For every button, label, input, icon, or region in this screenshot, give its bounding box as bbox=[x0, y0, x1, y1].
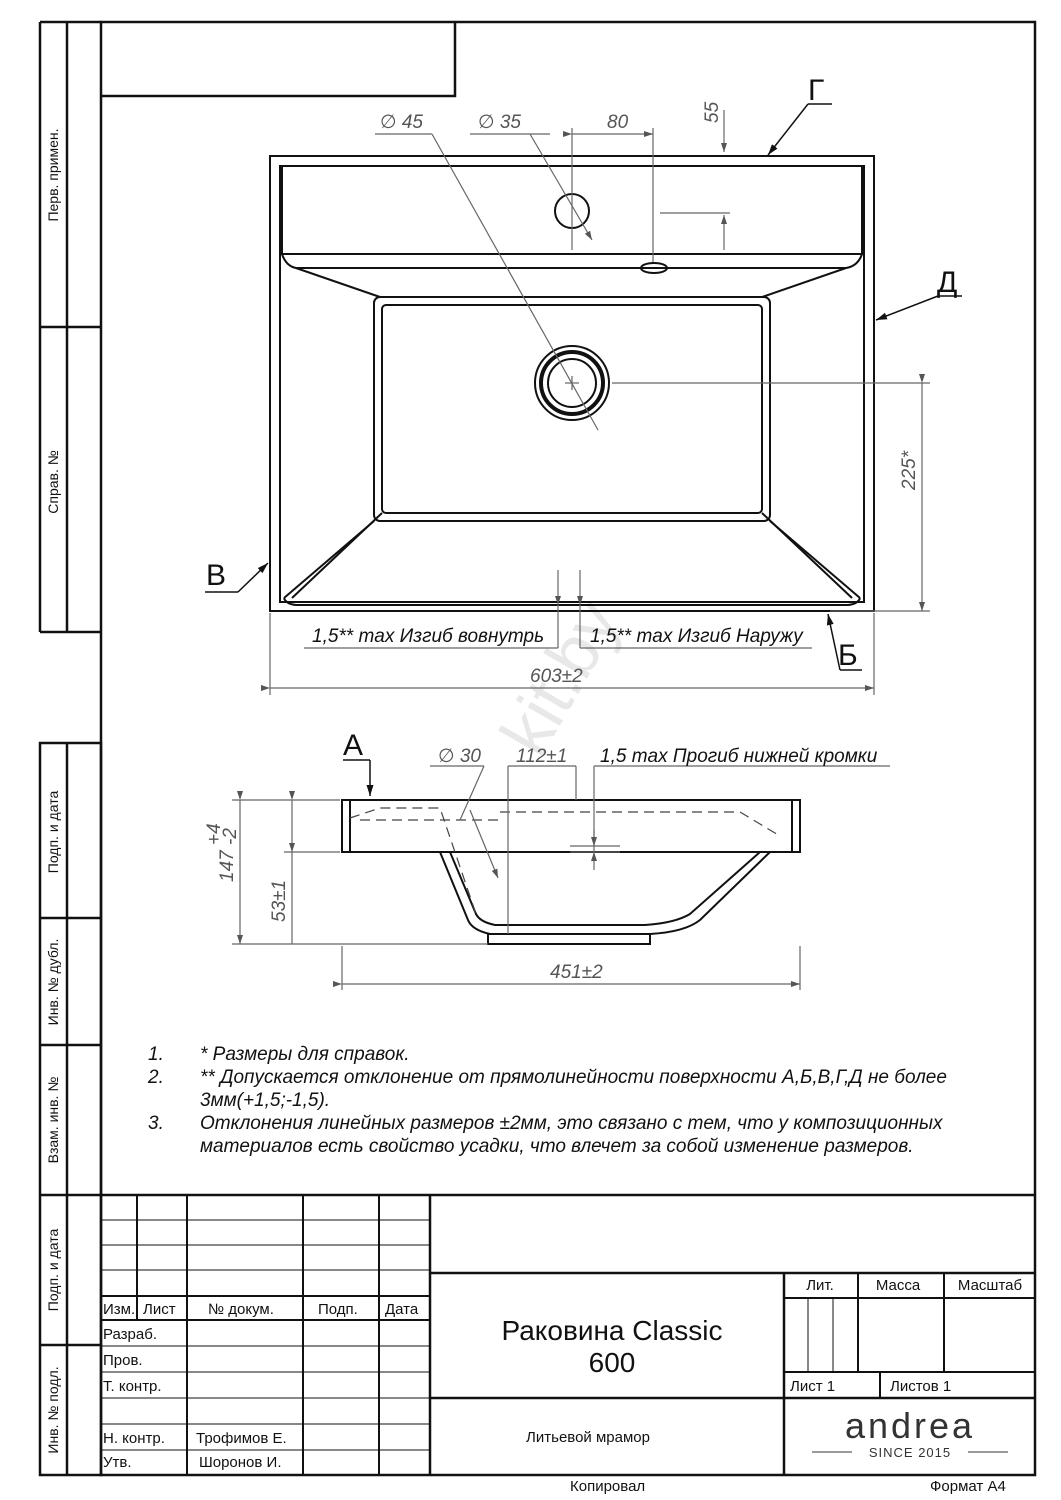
logo: andrea bbox=[845, 1405, 975, 1446]
dim-147-tol-dn: -2 bbox=[220, 828, 241, 845]
note-3-num: 3. bbox=[148, 1113, 164, 1134]
dim-147-tol-up: +4 bbox=[204, 823, 225, 845]
note-1-text: * Размеры для справок. bbox=[200, 1044, 410, 1065]
dim-147: 147 bbox=[217, 849, 238, 882]
material: Литьевой мрамор bbox=[526, 1429, 650, 1446]
dim-d30: ∅ 30 bbox=[438, 746, 481, 767]
top-view-leaders bbox=[205, 103, 962, 671]
top-view-labels: ∅ 45 ∅ 35 80 55 225* 603±2 1,5** max Изг… bbox=[206, 74, 957, 687]
dim-225: 225* bbox=[899, 450, 920, 491]
dim-112: 112±1 bbox=[516, 746, 567, 767]
sag-note: 1,5 max Прогиб нижней кромки bbox=[600, 746, 878, 767]
dim-451: 451±2 bbox=[550, 962, 603, 983]
stamp-inv-dubl: Инв. № дубл. bbox=[45, 939, 61, 1026]
note-2-cont: 3мм(+1,5;-1,5). bbox=[200, 1090, 330, 1111]
note-3-cont: материалов есть свойство усадки, что вле… bbox=[200, 1136, 914, 1157]
sheet-frame bbox=[38, 20, 1037, 1477]
stamp-perv-primen: Перв. примен. bbox=[45, 128, 61, 221]
stamp-inv-podl: Инв. № подл. bbox=[45, 1366, 61, 1453]
name-utv: Шоронов И. bbox=[199, 1454, 282, 1471]
row-n-kontr: Н. контр. bbox=[103, 1430, 165, 1447]
surface-label-a: А bbox=[343, 729, 363, 762]
surface-label-g: Г bbox=[808, 74, 824, 107]
side-view-hidden-lines bbox=[349, 807, 781, 915]
side-view-dimensions bbox=[232, 765, 890, 990]
side-view-leaders bbox=[343, 759, 374, 796]
dim-d45: ∅ 45 bbox=[380, 112, 423, 133]
dim-55: 55 bbox=[702, 101, 723, 123]
note-3-text: Отклонения линейных размеров ±2мм, это с… bbox=[200, 1113, 944, 1134]
hdr-dokum: № докум. bbox=[208, 1301, 274, 1318]
surface-label-b: Б bbox=[838, 639, 858, 672]
drawing-title-size: 600 bbox=[589, 1347, 636, 1378]
hdr-podp: Подп. bbox=[318, 1301, 358, 1318]
hdr-lit: Лит. bbox=[806, 1277, 834, 1294]
dim-53: 53±1 bbox=[269, 880, 290, 922]
dim-603: 603±2 bbox=[530, 666, 583, 687]
notes: 1. * Размеры для справок. 2. ** Допускае… bbox=[147, 1044, 947, 1157]
note-2-num: 2. bbox=[147, 1067, 164, 1088]
format: Формат А4 bbox=[930, 1478, 1006, 1495]
dim-80: 80 bbox=[607, 112, 629, 133]
hdr-data: Дата bbox=[385, 1301, 419, 1318]
title-block-text: Изм. Лист № докум. Подп. Дата Разраб. Пр… bbox=[103, 1277, 1022, 1495]
bend-inward-note: 1,5** max Изгиб вовнутрь bbox=[312, 626, 544, 647]
hdr-massa: Масса bbox=[876, 1277, 921, 1294]
sheet-count: Листов 1 bbox=[890, 1378, 951, 1395]
side-view-outline bbox=[341, 799, 801, 945]
note-2-text: ** Допускается отклонение от прямолинейн… bbox=[200, 1067, 947, 1088]
note-1-num: 1. bbox=[148, 1044, 164, 1065]
row-utv: Утв. bbox=[103, 1454, 132, 1471]
top-view-dimensions bbox=[261, 110, 930, 695]
kopiroval: Копировал bbox=[570, 1478, 645, 1495]
logo-since: SINCE 2015 bbox=[869, 1445, 951, 1460]
stamp-podp-data-2: Подп. и дата bbox=[45, 1229, 61, 1312]
title-block-grid bbox=[101, 1193, 1035, 1475]
hdr-list: Лист bbox=[143, 1301, 176, 1318]
stamp-vzam-inv: Взам. инв. № bbox=[45, 1077, 61, 1164]
row-t-kontr: Т. контр. bbox=[103, 1378, 162, 1395]
side-stamp-labels: Перв. примен. Справ. № Подп. и дата Инв.… bbox=[45, 128, 61, 1453]
dim-d35: ∅ 35 bbox=[478, 112, 521, 133]
stamp-podp-data-1: Подп. и дата bbox=[45, 791, 61, 874]
surface-label-d: Д bbox=[937, 266, 957, 299]
side-view-labels: А ∅ 30 112±1 1,5 max Прогиб нижней кромк… bbox=[204, 729, 878, 983]
stamp-sprav-no: Справ. № bbox=[45, 450, 61, 514]
surface-label-v: В bbox=[206, 559, 226, 592]
hdr-izm: Изм. bbox=[103, 1301, 135, 1318]
hdr-masshtab: Масштаб bbox=[958, 1277, 1022, 1294]
drawing-title: Раковина Classic bbox=[501, 1315, 722, 1346]
sheet-number: Лист 1 bbox=[790, 1378, 835, 1395]
bend-outward-note: 1,5** max Изгиб Наружу bbox=[590, 626, 804, 647]
row-razrab: Разраб. bbox=[103, 1326, 157, 1343]
row-prov: Пров. bbox=[103, 1352, 143, 1369]
name-n-kontr: Трофимов Е. bbox=[196, 1430, 287, 1447]
